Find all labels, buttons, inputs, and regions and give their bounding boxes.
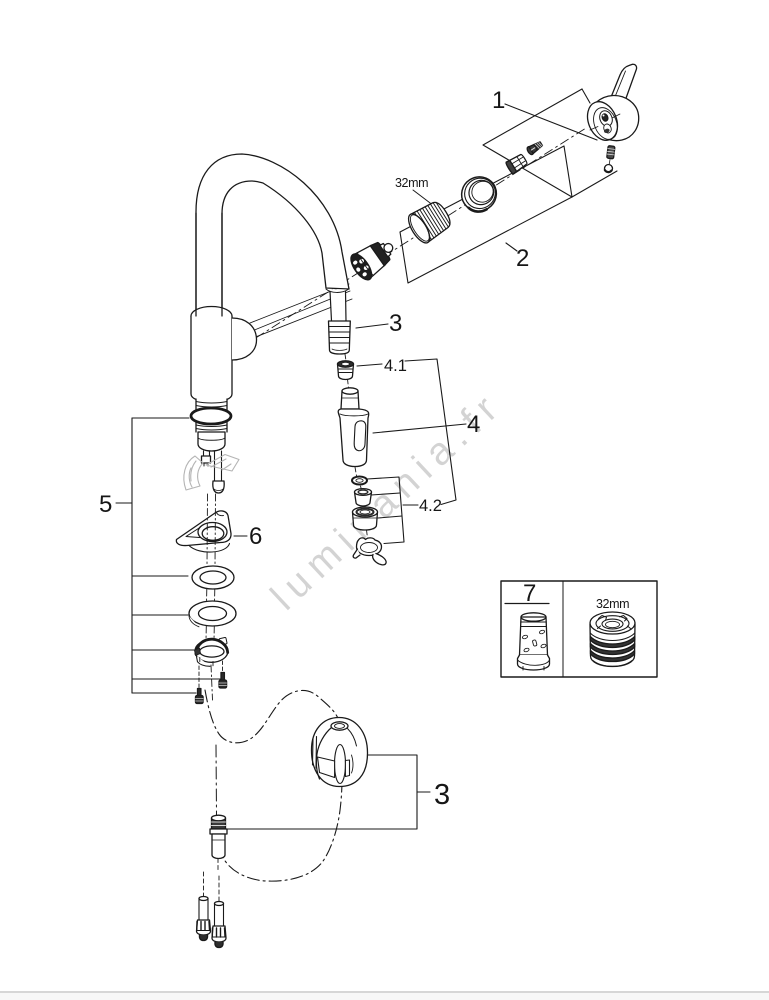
- svg-text:4.1: 4.1: [384, 357, 407, 375]
- svg-text:5: 5: [99, 491, 112, 518]
- svg-text:3: 3: [389, 310, 402, 337]
- svg-text:2: 2: [516, 245, 529, 272]
- svg-text:7: 7: [523, 580, 536, 607]
- svg-text:32mm: 32mm: [395, 176, 428, 190]
- svg-text:4: 4: [467, 411, 480, 438]
- svg-text:4.2: 4.2: [419, 497, 442, 515]
- svg-text:3: 3: [434, 779, 450, 811]
- svg-text:32mm: 32mm: [596, 597, 629, 611]
- svg-text:1: 1: [492, 87, 505, 114]
- svg-text:6: 6: [249, 523, 262, 550]
